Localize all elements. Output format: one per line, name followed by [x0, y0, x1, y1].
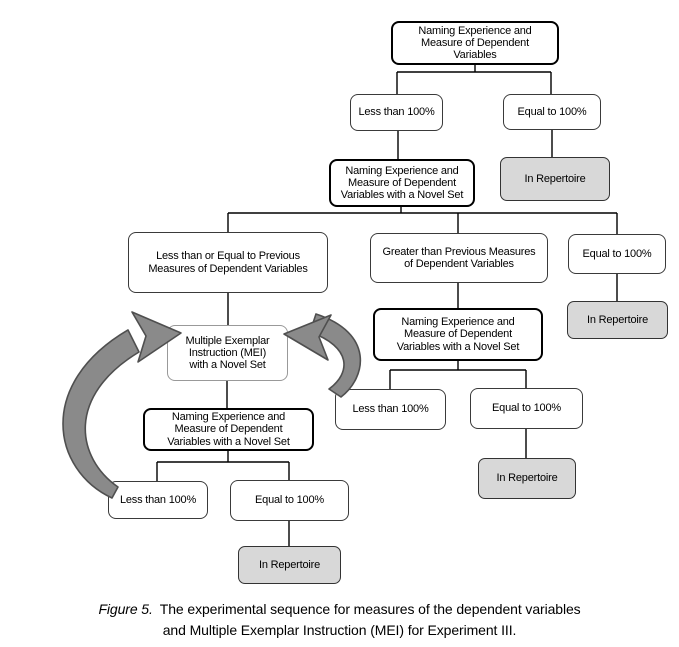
node-in-repertoire-1: In Repertoire [500, 157, 610, 201]
node-top-naming-measure: Naming Experience and Measure of Depende… [391, 21, 559, 65]
node-less-than-100-level4: Less than 100% [108, 481, 208, 519]
caption-text-1: The experimental sequence for measures o… [159, 601, 581, 617]
node-naming-novel-set-1: Naming Experience and Measure of Depende… [329, 159, 475, 207]
node-equal-100-level1: Equal to 100% [503, 94, 601, 130]
figure-number-label: Figure 5. [98, 601, 153, 617]
node-greater-previous: Greater than Previous Measures of Depend… [370, 233, 548, 283]
node-naming-novel-set-3: Naming Experience and Measure of Depende… [143, 408, 314, 451]
node-mei-novel-set: Multiple Exemplar Instruction (MEI) with… [167, 325, 288, 381]
loop-arrow-right-body [309, 313, 362, 398]
node-equal-100-level4: Equal to 100% [230, 480, 349, 521]
figure-caption: Figure 5. The experimental sequence for m… [0, 599, 679, 641]
node-less-equal-previous: Less than or Equal to Previous Measures … [128, 232, 328, 293]
node-in-repertoire-2: In Repertoire [567, 301, 668, 339]
node-naming-novel-set-2: Naming Experience and Measure of Depende… [373, 308, 543, 361]
node-less-than-100-level1: Less than 100% [350, 94, 443, 131]
node-equal-100-level2: Equal to 100% [568, 234, 666, 274]
node-less-than-100-level3: Less than 100% [335, 389, 446, 430]
loop-arrow-left-body [62, 329, 140, 499]
node-in-repertoire-3: In Repertoire [478, 458, 576, 499]
caption-line-2: and Multiple Exemplar Instruction (MEI) … [162, 622, 517, 638]
node-equal-100-level3: Equal to 100% [470, 388, 583, 429]
caption-line-1: Figure 5. The experimental sequence for m… [0, 599, 679, 620]
loop-arrow-right-head-icon [283, 314, 332, 361]
node-in-repertoire-4: In Repertoire [238, 546, 341, 584]
